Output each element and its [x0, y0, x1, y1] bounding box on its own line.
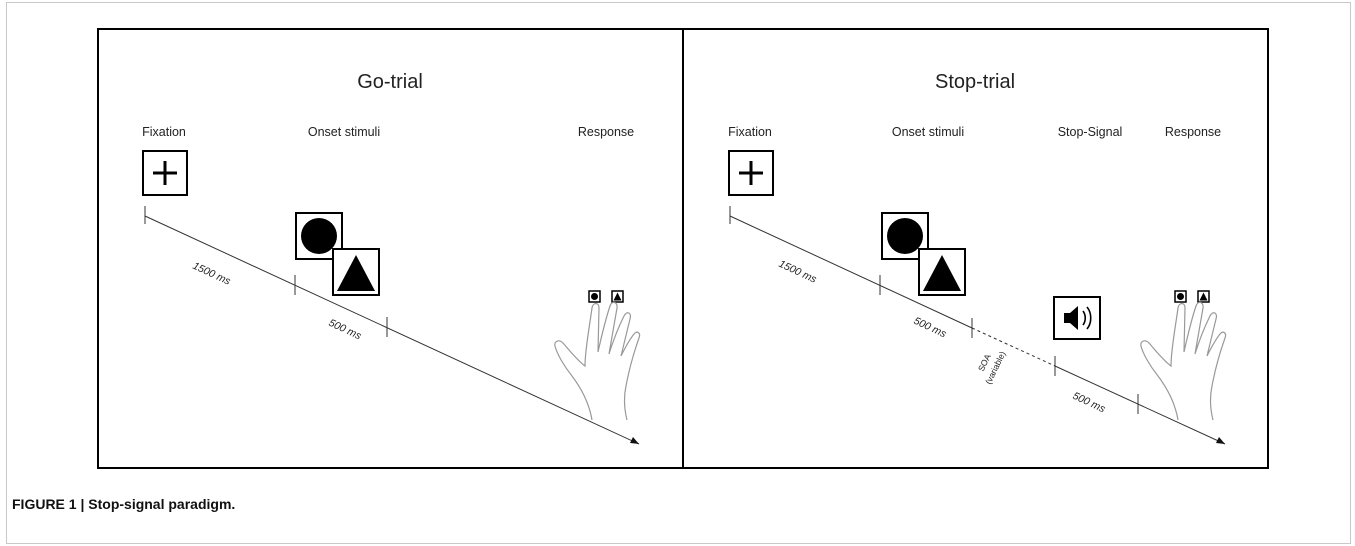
stop-signal-label: Stop-Signal	[1058, 125, 1123, 139]
duration-500ms-stop: 500 ms	[1071, 390, 1108, 416]
duration-500ms: 500 ms	[912, 315, 949, 341]
response-key-circle-icon	[1175, 291, 1186, 302]
duration-1500ms: 1500 ms	[777, 258, 819, 286]
stop-trial-panel: Stop-trial Fixation Onset stimuli Stop-S…	[682, 28, 1269, 469]
go-trial-panel: Go-trial Fixation Onset stimuli Response…	[97, 28, 684, 469]
figure-caption: FIGURE 1 | Stop-signal paradigm.	[12, 496, 235, 512]
duration-1500ms: 1500 ms	[191, 260, 233, 288]
plus-icon	[143, 151, 187, 195]
onset-stimuli-label: Onset stimuli	[308, 125, 380, 139]
timeline-axis	[145, 216, 639, 444]
timeline-arrowhead	[1216, 437, 1225, 444]
response-key-triangle-icon	[1198, 291, 1209, 302]
response-label: Response	[578, 125, 634, 139]
fixation-label: Fixation	[142, 125, 186, 139]
onset-stimuli-label: Onset stimuli	[892, 125, 964, 139]
fixation-label: Fixation	[728, 125, 772, 139]
plus-icon	[729, 151, 773, 195]
response-label: Response	[1165, 125, 1221, 139]
go-trial-title: Go-trial	[357, 71, 423, 93]
timeline-arrowhead	[630, 437, 639, 444]
response-key-triangle-icon	[612, 291, 623, 302]
response-key-circle-icon	[589, 291, 600, 302]
stop-trial-title: Stop-trial	[935, 71, 1015, 93]
triangle-icon	[333, 249, 379, 295]
hand-icon	[1141, 302, 1226, 420]
speaker-icon	[1054, 297, 1100, 339]
duration-500ms: 500 ms	[327, 317, 364, 343]
triangle-icon	[919, 249, 965, 295]
hand-icon	[555, 302, 640, 420]
